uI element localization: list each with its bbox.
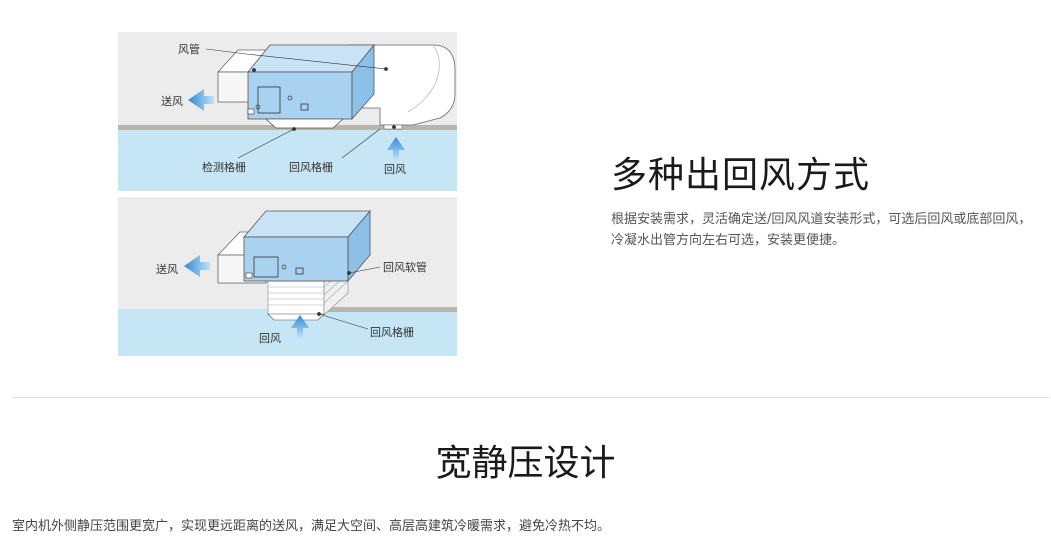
section-description: 室内机外侧静压范围更宽广，实现更远距离的送风，满足大空间、高层高建筑冷暖需求，避… <box>12 519 611 534</box>
rear-return-illustration: 风管 送风 检测格栅 回风格栅 回风 <box>118 32 457 191</box>
feature-description: 根据安装需求，灵活确定送/回风风道安装形式，可选后回风或底部回风，冷凝水出管方向… <box>611 212 1032 248</box>
inspection-grille-panel <box>264 118 345 129</box>
room-area <box>118 125 457 191</box>
ceiling-slab <box>318 307 457 312</box>
section-title: 宽静压设计 <box>435 443 616 484</box>
control-box <box>257 86 281 114</box>
control-box <box>253 256 279 278</box>
rear-return-diagram: 风管 送风 检测格栅 回风格栅 回风 <box>118 32 457 191</box>
inspection-grille-label: 检测格栅 <box>202 160 246 174</box>
indoor-unit <box>247 43 375 129</box>
return-air-label: 回风 <box>384 163 406 176</box>
return-air-label: 回风 <box>259 332 281 345</box>
feature-title: 多种出回风方式 <box>611 155 871 196</box>
return-arrow-icon <box>387 137 405 160</box>
return-grille-label: 回风格栅 <box>289 160 333 174</box>
return-hose-label: 回风软管 <box>383 260 427 274</box>
bottom-return-illustration: 送风 回风软管 回风 回风格栅 <box>118 197 457 356</box>
supply-arrow-icon <box>184 255 210 277</box>
duct-label: 风管 <box>178 42 200 56</box>
indoor-unit <box>243 209 371 283</box>
section-divider <box>12 397 1050 398</box>
supply-label: 送风 <box>161 94 183 108</box>
bottom-return-diagram: 送风 回风软管 回风 回风格栅 <box>118 197 457 356</box>
return-arrow-icon <box>291 315 309 338</box>
supply-arrow-icon <box>188 89 214 111</box>
return-grille-panel <box>267 313 325 321</box>
supply-label: 送风 <box>156 262 178 276</box>
return-grille-label: 回风格栅 <box>370 325 414 339</box>
